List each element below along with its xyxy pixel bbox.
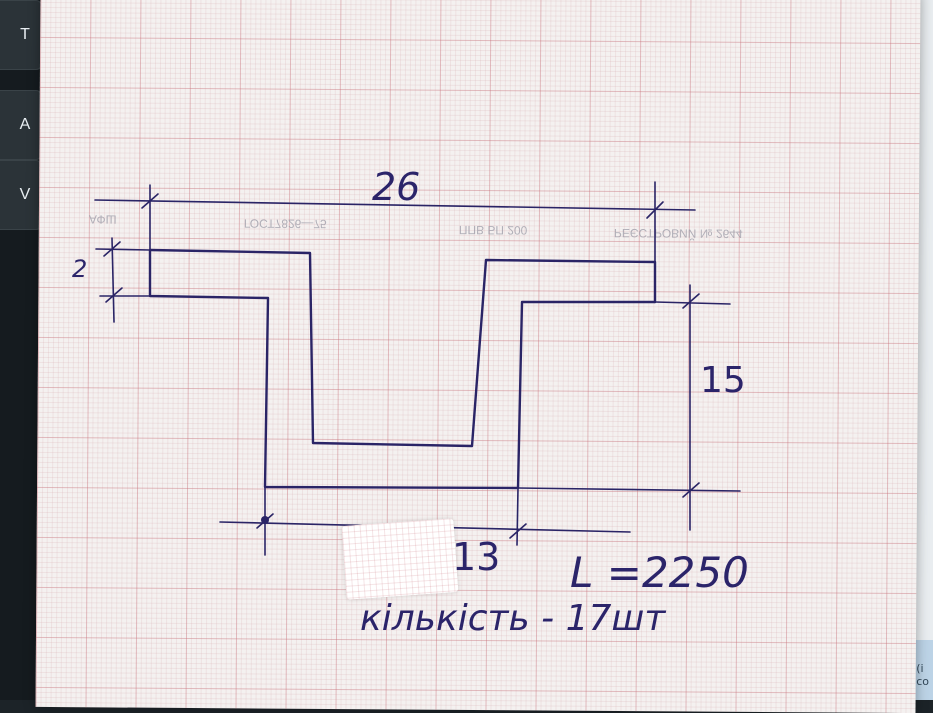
dim-line-26 (94, 199, 696, 211)
tick-15-top (682, 293, 700, 309)
label-length: L =2250 (570, 548, 749, 597)
tick-15-bot (682, 482, 700, 498)
tick-13-right (509, 523, 527, 539)
screen-corner-text: (i co (916, 662, 929, 688)
profile-inner-line (148, 248, 657, 490)
tick-26-right (646, 201, 664, 219)
ext-line-15-top (654, 301, 731, 305)
label-dimension-13: 13 (452, 535, 501, 579)
tick-26-left (141, 193, 159, 209)
ext-line-13-right (516, 487, 519, 546)
label-quantity: кількість - 17шт (360, 598, 666, 639)
profile-outer-line (148, 248, 657, 448)
ext-line-15-bot (517, 487, 741, 492)
key-a: A (0, 90, 42, 160)
tick-2-bot (105, 287, 123, 303)
key-v: V (0, 160, 42, 230)
ink-dot (261, 516, 269, 524)
paper-tape-patch (341, 518, 459, 600)
ext-line-2-top (95, 248, 151, 251)
tick-2-top (103, 241, 121, 257)
label-dimension-26: 26 (372, 165, 421, 209)
label-dimension-15: 15 (700, 360, 746, 401)
label-dimension-2: 2 (72, 255, 88, 283)
key-t: T (0, 0, 42, 70)
dim-line-2 (111, 237, 115, 323)
